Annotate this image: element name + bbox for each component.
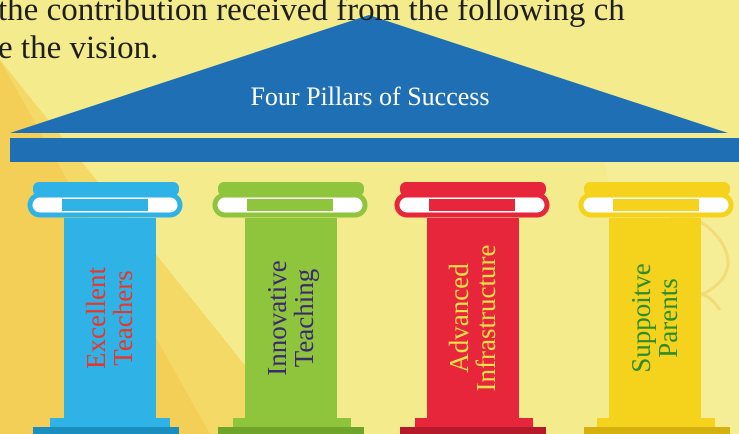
pillar-4-line-2: Parents (653, 278, 683, 358)
intro-text: the contribution received from the follo… (0, 0, 625, 67)
pillar-1-line-1: Excellent (81, 267, 111, 369)
intro-line-2: e the vision. (0, 30, 159, 66)
pillar-3-label: Advanced Infrastructure (419, 218, 527, 418)
pillar-2 (212, 182, 368, 434)
pillar-1-line-2: Teachers (108, 270, 138, 366)
pillar-3 (394, 182, 550, 434)
beam (10, 138, 739, 162)
pillar-4 (578, 182, 734, 434)
pillar-3-line-2: Infrastructure (471, 244, 501, 392)
pillar-2-line-2: Teaching (289, 268, 319, 368)
pillar-1-label: Excellent Teachers (56, 218, 164, 418)
roof-title: Four Pillars of Success (250, 82, 490, 111)
pillar-1 (27, 182, 183, 434)
pillar-4-line-1: Suppoitve (626, 263, 656, 373)
pillar-4-label: Suppoitve Parents (601, 218, 709, 418)
pillar-3-line-1: Advanced (444, 263, 474, 373)
intro-line-1: the contribution received from the follo… (0, 0, 625, 28)
pillar-2-line-1: Innovative (262, 260, 292, 376)
pillar-2-label: Innovative Teaching (237, 218, 345, 418)
roof (10, 15, 728, 133)
